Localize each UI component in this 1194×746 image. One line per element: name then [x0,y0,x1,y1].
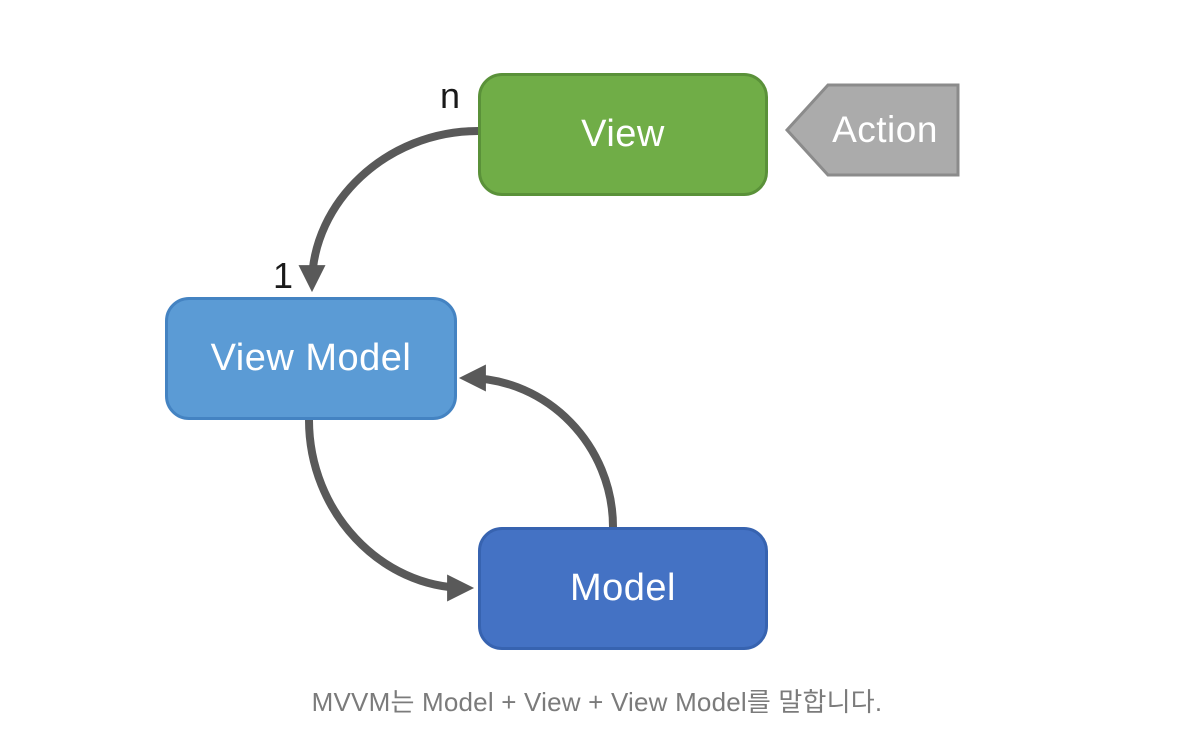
node-view-label: View [581,113,665,155]
caption: MVVM는 Model + View + View Model를 말합니다. [311,687,883,717]
node-view: View [478,73,768,196]
arrow-model-to-view-model [458,364,617,528]
multiplicity-label-1: 1 [272,255,294,296]
node-model: Model [478,527,768,650]
multiplicity-label-n: n [439,75,461,116]
action-arrow-label: Action [832,109,938,150]
action-arrow: Action [812,85,958,175]
arrow-view-to-view-model [298,127,479,293]
arrow-view-model-to-model [305,419,475,602]
action-arrow-shape [784,83,960,177]
node-model-label: Model [570,567,676,609]
node-view-model: View Model [165,297,457,420]
node-view-model-label: View Model [210,337,412,379]
